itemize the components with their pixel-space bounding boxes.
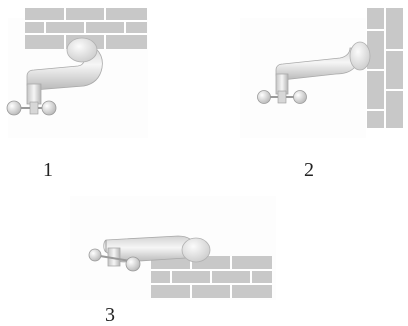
panel-label-1: 1: [43, 160, 53, 180]
panel-label-2: 2: [304, 160, 314, 180]
panel-3-brick-wall: [151, 256, 272, 298]
panel-1: [7, 8, 148, 138]
panel-label-3: 3: [105, 305, 115, 325]
panel-2-brick-wall: [367, 8, 403, 128]
panel-2: [240, 8, 403, 138]
panel-3: [70, 196, 276, 300]
